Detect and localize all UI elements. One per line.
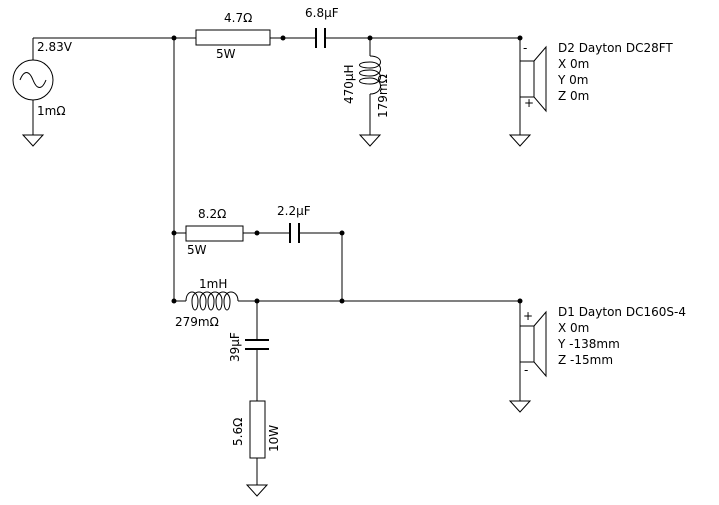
l1-resistance: 179mΩ	[376, 74, 390, 118]
c2-value: 2.2µF	[277, 204, 311, 218]
capacitor-c1[interactable]	[315, 28, 326, 48]
r3-power: 10W	[267, 425, 281, 452]
r3-value: 5.6Ω	[231, 418, 245, 446]
ground-icon	[358, 132, 382, 147]
inductor-l1[interactable]	[359, 38, 381, 132]
d1-top-polarity: +	[523, 309, 533, 323]
d2-bottom-polarity: +	[524, 96, 534, 110]
resistor-r1[interactable]	[195, 29, 271, 46]
r1-power: 5W	[216, 47, 236, 61]
c1-value: 6.8µF	[305, 6, 339, 20]
capacitor-c2[interactable]	[289, 223, 300, 243]
d1-y: Y -138mm	[557, 337, 620, 351]
d2-name: D2 Dayton DC28FT	[558, 41, 673, 55]
l1-value: 470µH	[342, 64, 356, 104]
r2-power: 5W	[187, 243, 207, 257]
l2-resistance: 279mΩ	[175, 315, 219, 329]
resistor-r2[interactable]	[185, 225, 244, 242]
c3-value: 39µF	[228, 332, 242, 362]
junction-dot	[339, 298, 345, 304]
d2-top-polarity: -	[523, 41, 527, 55]
r2-value: 8.2Ω	[198, 207, 226, 221]
speaker-d2-icon[interactable]	[519, 38, 547, 132]
d1-name: D1 Dayton DC160S-4	[558, 305, 686, 319]
junction-dot	[280, 35, 286, 41]
l2-value: 1mH	[199, 277, 227, 291]
junction-dot	[254, 230, 260, 236]
d2-x: X 0m	[558, 57, 589, 71]
capacitor-c3[interactable]	[245, 339, 269, 350]
d1-z: Z -15mm	[558, 353, 613, 367]
ground-icon	[508, 132, 532, 147]
ground-icon	[245, 484, 269, 497]
d1-bottom-polarity: -	[524, 363, 528, 377]
source-resistance-label: 1mΩ	[37, 104, 66, 118]
resistor-r3[interactable]	[249, 400, 266, 459]
junction-dot	[517, 35, 523, 41]
d2-y: Y 0m	[557, 73, 588, 87]
r1-value: 4.7Ω	[224, 11, 252, 25]
speaker-d1-icon[interactable]	[519, 301, 547, 401]
d2-z: Z 0m	[558, 89, 589, 103]
ground-icon	[21, 132, 45, 147]
voltage-source[interactable]	[12, 37, 174, 132]
source-voltage-label: 2.83V	[37, 40, 73, 54]
ground-icon	[508, 400, 532, 413]
inductor-l2[interactable]	[185, 291, 239, 311]
d1-x: X 0m	[558, 321, 589, 335]
